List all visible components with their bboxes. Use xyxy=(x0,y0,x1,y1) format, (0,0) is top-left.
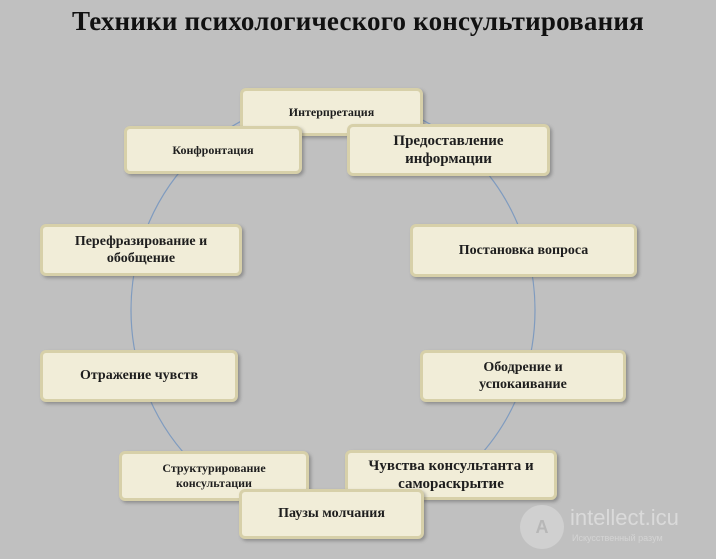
node-self-disclosure-label: Чувства консультанта и самораскрытие xyxy=(368,457,534,492)
node-paraphrasing: Перефразирование и обобщение xyxy=(40,224,242,276)
page-title: Техники психологического консультировани… xyxy=(72,6,644,36)
node-paraphrasing-label: Перефразирование и обобщение xyxy=(74,233,208,266)
watermark-subtitle: Искусственный разум xyxy=(572,533,663,543)
node-confrontation: Конфронтация xyxy=(124,126,302,174)
node-providing-information: Предоставление информации xyxy=(347,124,550,176)
node-questioning: Постановка вопроса xyxy=(410,224,637,277)
node-interpretation-label: Интерпретация xyxy=(288,105,375,119)
watermark-name: intellect.icu xyxy=(570,505,679,530)
node-providing-information-label: Предоставление информации xyxy=(393,132,504,167)
node-encouragement-label: Ободрение и успокаивание xyxy=(479,359,567,392)
node-pauses-of-silence-label: Паузы молчания xyxy=(278,506,385,522)
node-pauses-of-silence: Паузы молчания xyxy=(239,489,424,539)
watermark-logo-letter: A xyxy=(535,516,549,537)
node-structuring-label: Структурирование консультации xyxy=(162,461,266,490)
node-reflection-of-feelings: Отражение чувств xyxy=(40,350,238,402)
watermark-logo-icon: A xyxy=(520,505,564,549)
node-reflection-of-feelings-label: Отражение чувств xyxy=(79,368,199,384)
node-encouragement: Ободрение и успокаивание xyxy=(420,350,626,402)
watermark: A intellect.icu Искусственный разум xyxy=(520,503,710,549)
node-confrontation-label: Конфронтация xyxy=(172,142,254,157)
node-questioning-label: Постановка вопроса xyxy=(458,242,589,258)
